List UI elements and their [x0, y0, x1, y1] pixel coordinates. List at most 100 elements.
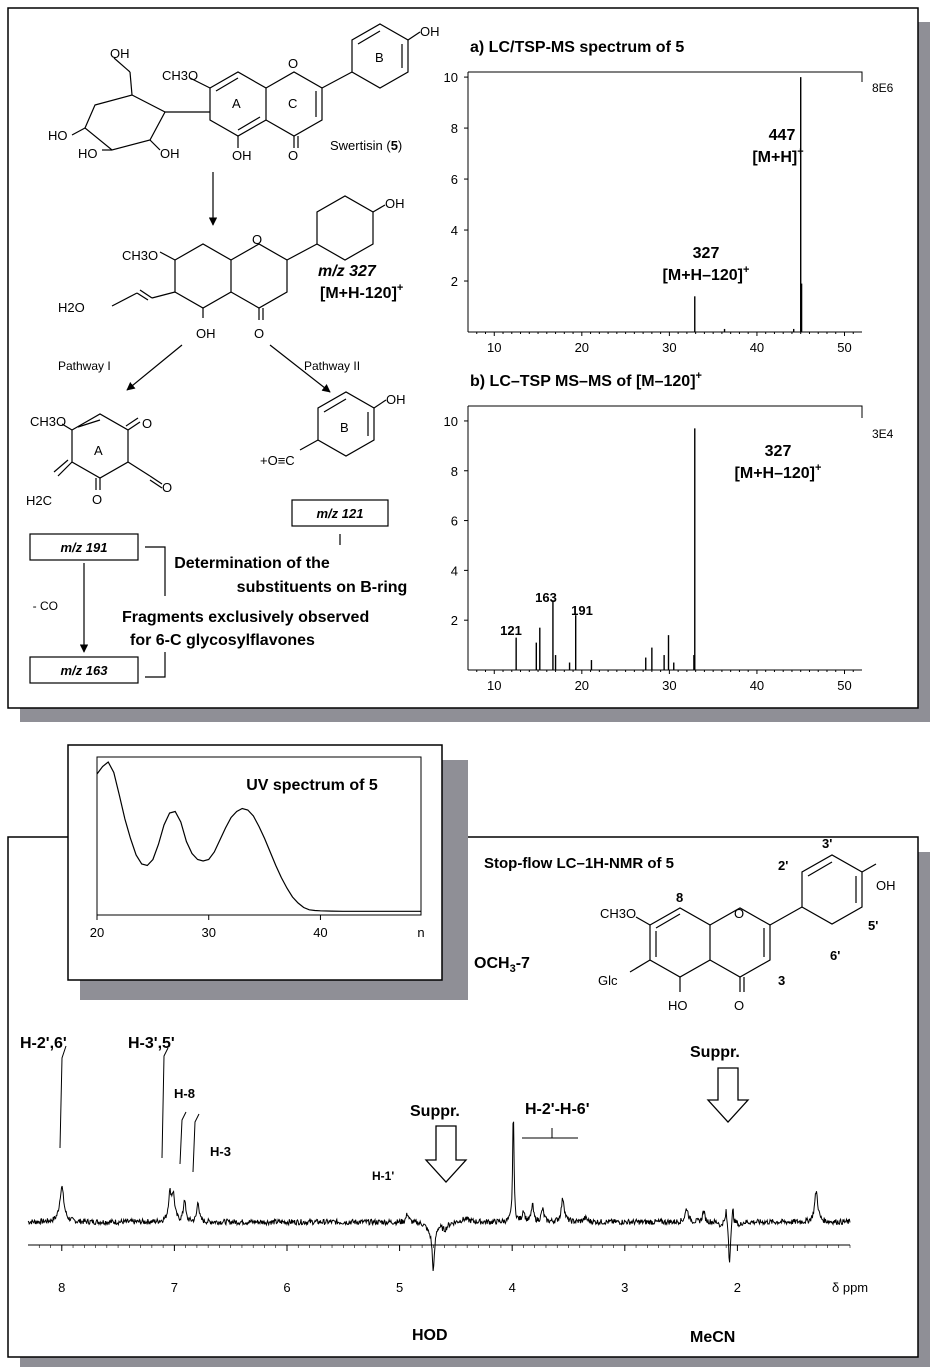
- svg-text:O: O: [254, 326, 264, 341]
- svg-text:3': 3': [822, 836, 832, 851]
- fragment-121-structure: [299, 391, 387, 457]
- fragment-327-structure: [111, 195, 386, 320]
- x-tick-label: 10: [487, 340, 501, 355]
- arrow-pathway2: [269, 344, 331, 393]
- y-tick-label: 10: [444, 70, 458, 85]
- ms-b-scale: 3E4: [872, 427, 894, 441]
- x-tick-label: 50: [837, 678, 851, 693]
- svg-text:H2O: H2O: [58, 300, 85, 315]
- bracket-bottom: [145, 652, 166, 678]
- svg-text:Glc: Glc: [598, 973, 618, 988]
- fragment-191-structure: [53, 413, 163, 490]
- svg-text:HO: HO: [78, 146, 98, 161]
- svg-text:+O≡C: +O≡C: [260, 453, 295, 468]
- nmr-x-tick-label: 5: [396, 1280, 403, 1295]
- box-121-label: m/z 121: [317, 506, 364, 521]
- nmr-structure-labels: CH3O Glc HO O O OH 8 3 2' 3' 5' 6': [598, 836, 896, 1013]
- nmr-unit: δ ppm: [832, 1280, 868, 1295]
- svg-text:CH3O: CH3O: [162, 68, 198, 83]
- nmr-curve: [27, 1121, 851, 1272]
- uv-title: UV spectrum of 5: [246, 777, 378, 794]
- swertisin-labels: OH HO HO OH CH3O OH O O A C B OH Swertis…: [48, 24, 440, 163]
- svg-text:B: B: [340, 420, 349, 435]
- lead-h8b: [192, 1113, 200, 1173]
- svg-text:O: O: [162, 480, 172, 495]
- svg-text:3: 3: [778, 973, 785, 988]
- nmr-x-tick-label: 2: [734, 1280, 741, 1295]
- nmr-x-tick-label: 3: [621, 1280, 628, 1295]
- svg-text:O: O: [734, 998, 744, 1013]
- svg-text:HO: HO: [48, 128, 68, 143]
- ms-b-title: b) LC–TSP MS–MS of [M–120]+: [470, 370, 702, 390]
- label-suppr-1: Suppr.: [410, 1103, 460, 1120]
- svg-text:O: O: [288, 148, 298, 163]
- compound-label: Swertisin (5): [330, 138, 402, 153]
- fragment-191-labels: CH3O O A O O H2C: [26, 414, 172, 508]
- x-tick-label: 50: [837, 340, 851, 355]
- arrow-pathway1: [126, 344, 183, 391]
- svg-text:5': 5': [868, 918, 878, 933]
- x-tick-label: 10: [487, 678, 501, 693]
- svg-text:OH: OH: [420, 24, 440, 39]
- label-mecn: MeCN: [690, 1329, 735, 1346]
- lead-h35: [161, 1047, 169, 1159]
- svg-text:O: O: [142, 416, 152, 431]
- nmr-x-tick-label: 6: [283, 1280, 290, 1295]
- fragment-121-labels: +O≡C B OH: [260, 392, 406, 468]
- mz327-label: m/z 327: [318, 263, 377, 280]
- lead-h26: [59, 1045, 67, 1149]
- uv-x-tick-label: 30: [201, 925, 215, 940]
- ms-b-ann-163: 163: [535, 590, 557, 605]
- note-b-ring-1: Determination of the: [174, 555, 330, 572]
- pathway1-label: Pathway I: [58, 359, 111, 373]
- label-suppr-2: Suppr.: [690, 1044, 740, 1061]
- x-tick-label: 40: [750, 678, 764, 693]
- svg-text:A: A: [94, 443, 103, 458]
- x-tick-label: 20: [575, 678, 589, 693]
- svg-text:CH3O: CH3O: [122, 248, 158, 263]
- nmr-x-tick-label: 7: [171, 1280, 178, 1295]
- svg-text:HO: HO: [668, 998, 688, 1013]
- box-163-label: m/z 163: [61, 663, 109, 678]
- swertisin-structure: [71, 23, 421, 151]
- nmr-x-tick-label: 4: [509, 1280, 516, 1295]
- label-h1p: H-1': [372, 1169, 394, 1183]
- ms-a-ann-327: 327: [693, 245, 720, 262]
- label-h2h6: H-2'-H-6': [525, 1101, 590, 1118]
- y-tick-label: 4: [451, 563, 458, 578]
- label-hod: HOD: [412, 1327, 448, 1344]
- pathway2-label: Pathway II: [304, 359, 360, 373]
- bracket-h2h6: [522, 1128, 578, 1139]
- svg-text:OH: OH: [110, 46, 130, 61]
- mz327-ion: [M+H-120]+: [320, 282, 403, 302]
- ms-a-ann-447: 447: [769, 127, 796, 144]
- ms-spectrum-b: b) LC–TSP MS–MS of [M–120]+ 3E4 10 20 30 40…: [444, 370, 894, 693]
- ms-a-ann-447-ion: [M+H]+: [752, 146, 803, 166]
- label-h8: H-8: [174, 1086, 195, 1101]
- y-tick-label: 6: [451, 172, 458, 187]
- svg-text:6': 6': [830, 948, 840, 963]
- svg-text:OH: OH: [385, 196, 405, 211]
- y-tick-label: 2: [451, 613, 458, 628]
- uv-frame: [96, 756, 422, 916]
- x-tick-label: 40: [750, 340, 764, 355]
- label-h35: H-3',5': [128, 1035, 175, 1052]
- nmr-peak-labels: H-2',6' H-3',5' H-8 H-3 H-1' OCH3-7 H-2'…: [20, 955, 740, 1346]
- svg-text:OH: OH: [160, 146, 180, 161]
- svg-text:O: O: [252, 232, 262, 247]
- nmr-title: Stop-flow LC–1H-NMR of 5: [484, 855, 674, 872]
- box-191: [29, 533, 139, 561]
- svg-text:CH3O: CH3O: [600, 906, 636, 921]
- uv-curve: [96, 761, 421, 912]
- ms-a-scale: 8E6: [872, 81, 894, 95]
- svg-text:O: O: [734, 906, 744, 921]
- x-tick-label: 30: [662, 678, 676, 693]
- x-tick-label: 30: [662, 340, 676, 355]
- note-fragments-1: Fragments exclusively observed: [122, 609, 369, 626]
- top-panel: [7, 7, 919, 709]
- svg-text:8: 8: [676, 890, 683, 905]
- box-163: [29, 656, 139, 684]
- nmr-structure: [629, 854, 877, 992]
- y-tick-label: 8: [451, 464, 458, 479]
